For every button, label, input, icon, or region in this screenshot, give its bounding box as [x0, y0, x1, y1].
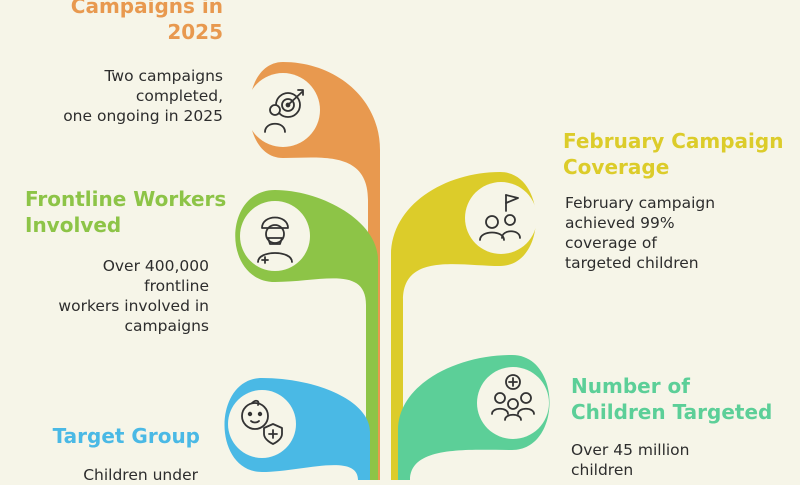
children-desc: Over 45 million children — [571, 440, 690, 480]
february-desc-line: coverage of — [565, 234, 657, 252]
group-flag-icon — [479, 194, 521, 241]
children-desc-line: Over 45 million — [571, 441, 690, 459]
branch-february-icon-circle — [465, 182, 537, 254]
campaigns-title: Campaigns in 2025 — [0, 0, 223, 45]
february-desc: February campaign achieved 99% coverage … — [565, 193, 715, 273]
workers-desc-line: workers involved in — [58, 297, 209, 315]
target-desc: Children under — [0, 465, 198, 485]
campaigns-desc-line: completed, — [135, 87, 223, 105]
health-worker-icon — [257, 216, 293, 264]
branch-workers — [235, 190, 378, 480]
workers-desc-line: campaigns — [124, 317, 209, 335]
february-title-line: February Campaign — [563, 129, 784, 153]
february-title: February Campaign Coverage — [563, 128, 783, 180]
workers-title-line: Frontline Workers — [25, 187, 227, 211]
branch-workers-icon-circle — [240, 201, 310, 271]
campaigns-desc-line: Two campaigns — [104, 67, 224, 85]
children-plus-icon — [491, 374, 535, 421]
branch-campaigns-icon-circle — [246, 73, 320, 147]
campaigns-title-line: 2025 — [167, 20, 223, 44]
target-person-icon — [264, 89, 304, 133]
children-title-line: Number of — [571, 374, 690, 398]
branch-children-icon-circle — [477, 367, 549, 439]
february-desc-line: targeted children — [565, 254, 699, 272]
workers-desc: Over 400,000 frontline workers involved … — [0, 256, 209, 336]
target-title: Target Group — [0, 423, 200, 449]
workers-desc-line: frontline — [144, 277, 209, 295]
february-title-line: Coverage — [563, 155, 670, 179]
branch-children — [398, 355, 550, 480]
branch-target-icon-circle — [228, 390, 296, 458]
campaigns-desc: Two campaigns completed, one ongoing in … — [0, 66, 223, 126]
campaigns-desc-line: one ongoing in 2025 — [63, 107, 223, 125]
workers-title-line: Involved — [25, 213, 122, 237]
target-desc-line: Children under — [83, 466, 198, 484]
baby-shield-icon — [241, 399, 283, 445]
workers-desc-line: Over 400,000 — [102, 257, 209, 275]
february-desc-line: achieved 99% — [565, 214, 675, 232]
february-desc-line: February campaign — [565, 194, 716, 212]
children-title-line: Children Targeted — [571, 400, 773, 424]
campaigns-title-line: Campaigns in — [70, 0, 223, 18]
target-title-line: Target Group — [52, 424, 200, 448]
children-desc-line: children — [571, 461, 634, 479]
children-title: Number of Children Targeted — [571, 373, 772, 425]
branch-target — [224, 378, 370, 480]
workers-title: Frontline Workers Involved — [25, 186, 226, 238]
